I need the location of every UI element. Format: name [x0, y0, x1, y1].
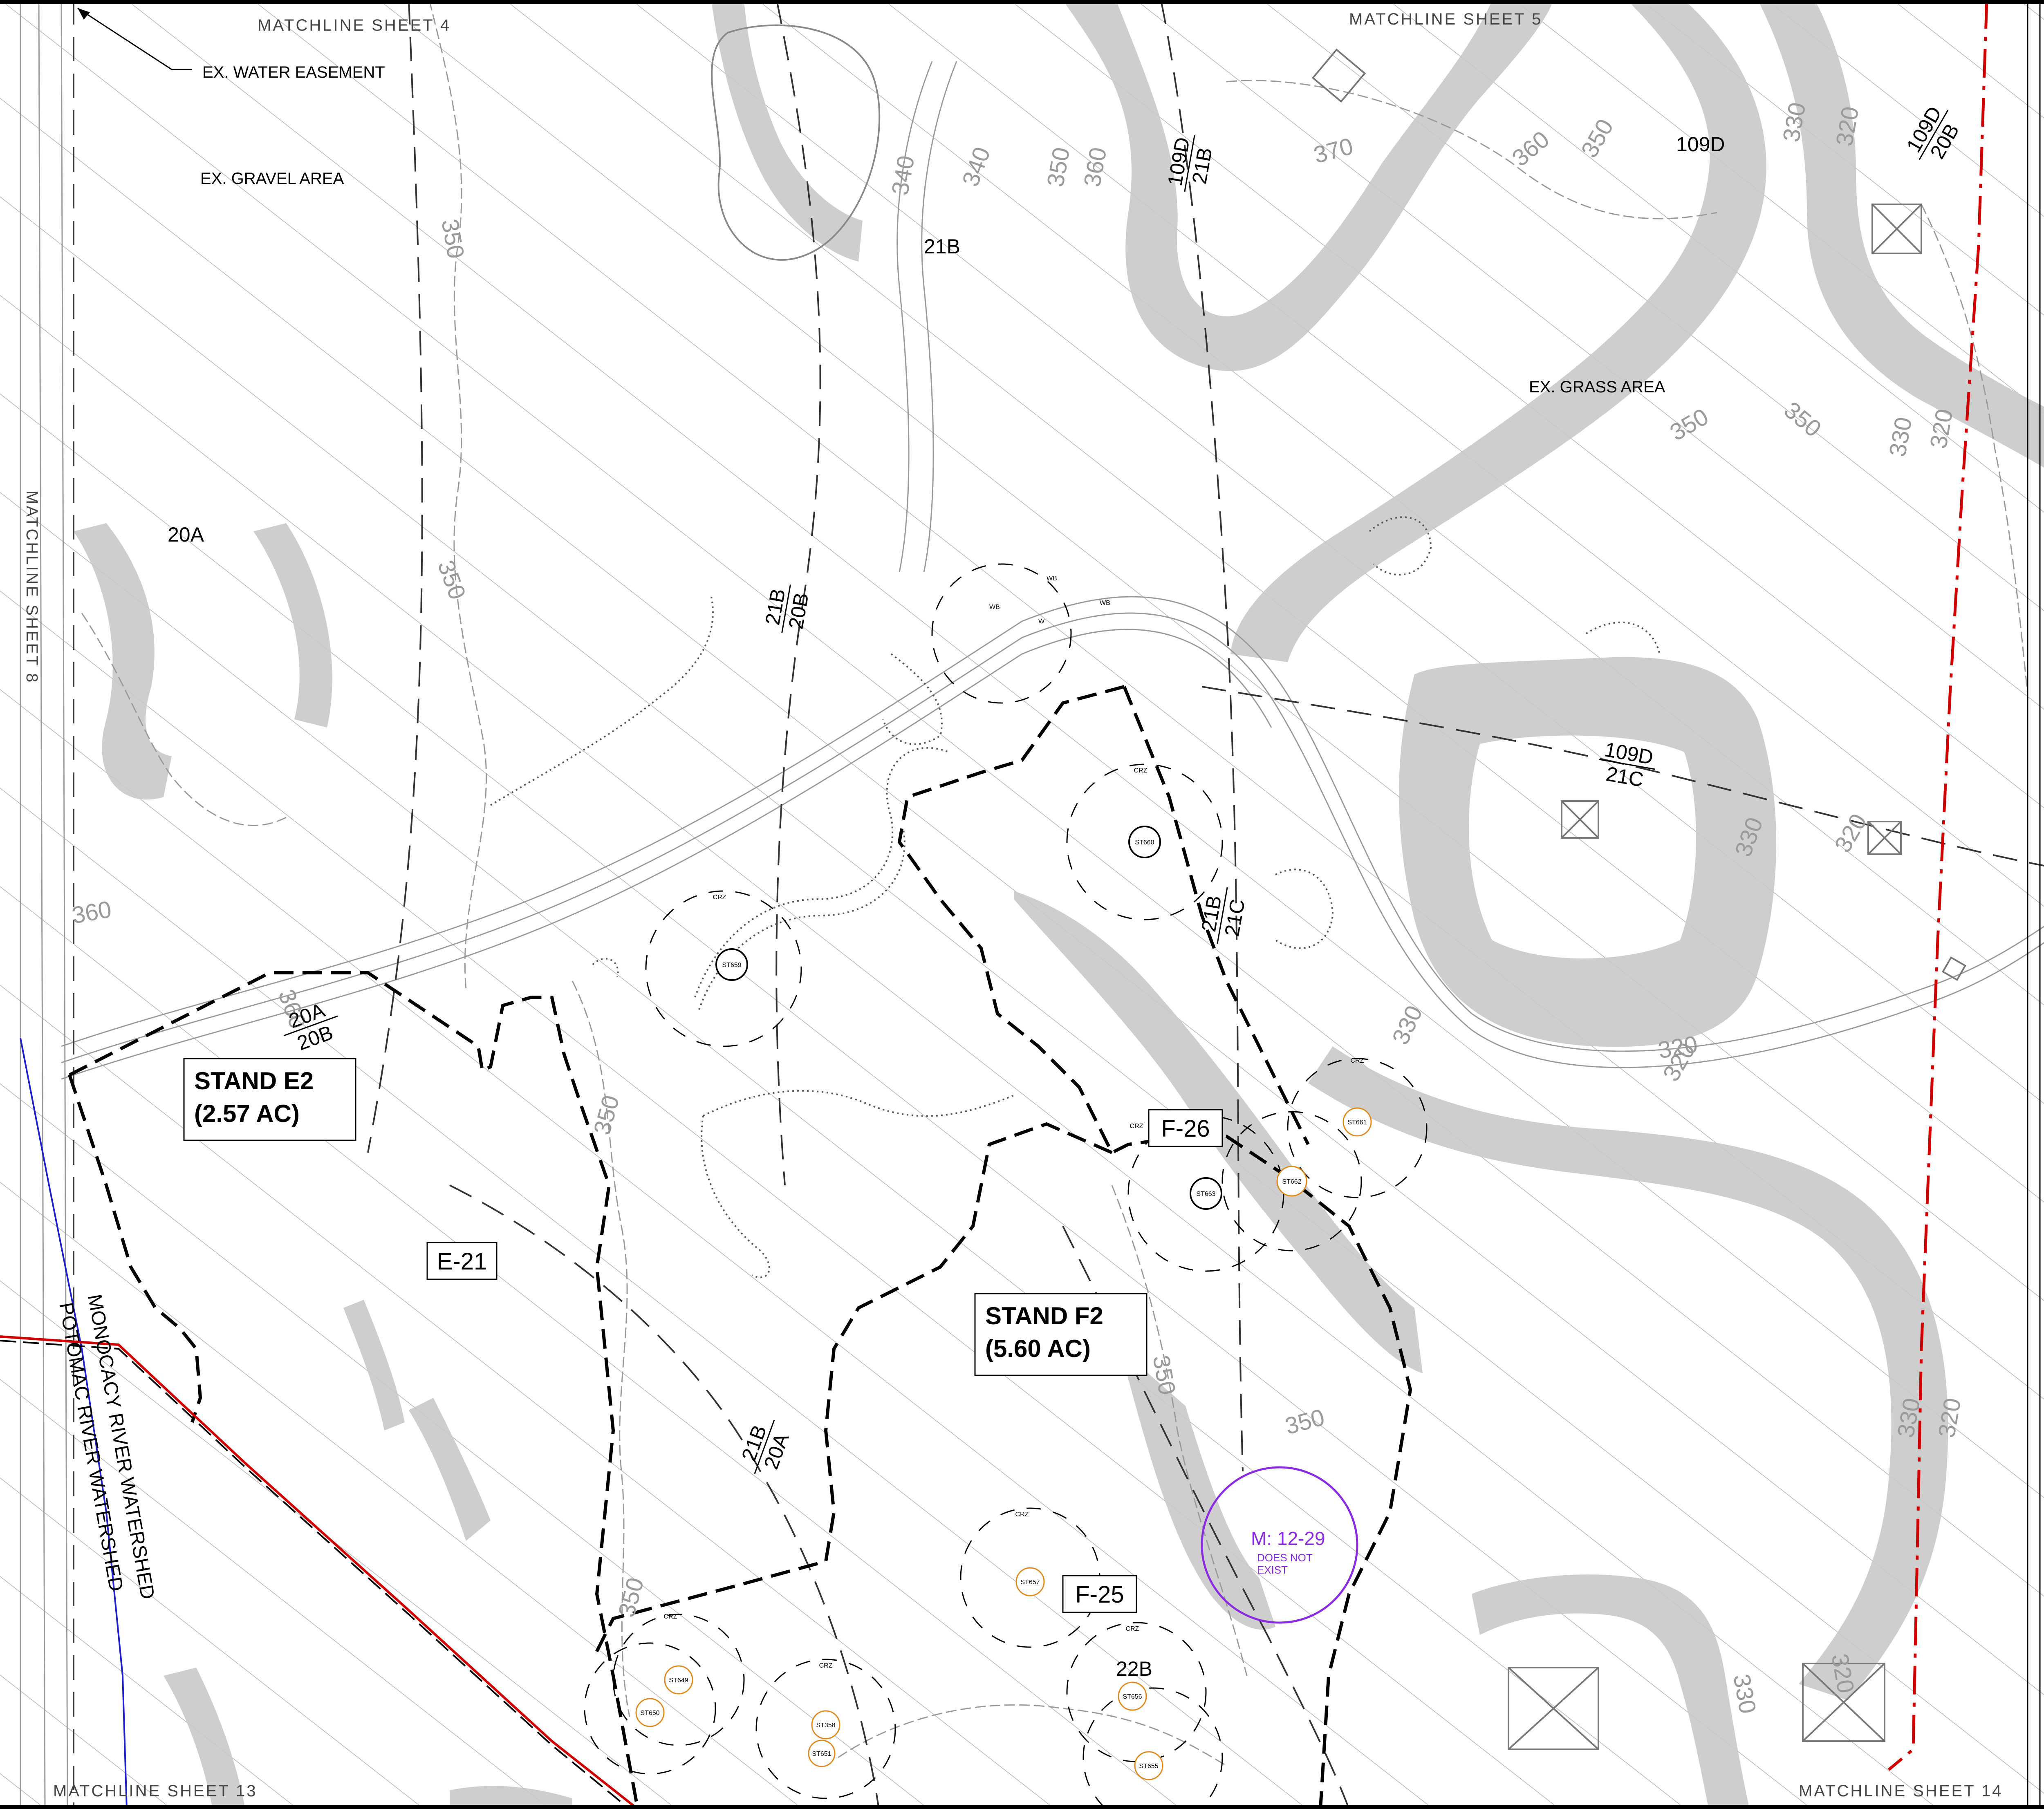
point-label-f26[interactable]: F-26 — [1148, 1109, 1223, 1147]
stand-boundaries — [68, 685, 1412, 1809]
svg-text:F-26: F-26 — [1161, 1115, 1210, 1142]
svg-text:M: 12-29: M: 12-29 — [1251, 1528, 1325, 1549]
tree-st661[interactable]: ST661 — [1342, 1107, 1372, 1137]
matchline-sheet-8: MATCHLINE SHEET 8 — [23, 490, 41, 684]
wetland-labels: WB WB WB W — [989, 575, 1110, 625]
driveway — [61, 61, 2044, 1080]
svg-text:CRZ: CRZ — [1015, 1511, 1029, 1518]
matchline-labels: MATCHLINE SHEET 4 MATCHLINE SHEET 5 MATC… — [23, 10, 2003, 1800]
monitoring-well-label[interactable]: M: 12-29 DOES NOT EXIST — [1251, 1528, 1325, 1576]
svg-text:ST663: ST663 — [1196, 1191, 1215, 1198]
matchline-sheet-5: MATCHLINE SHEET 5 — [1349, 10, 1542, 28]
svg-text:CRZ: CRZ — [819, 1662, 833, 1669]
west-road-edges — [20, 0, 68, 1809]
easement-leader — [77, 7, 192, 70]
point-label-f25[interactable]: F-25 — [1062, 1575, 1137, 1613]
point-label-e21[interactable]: E-21 — [426, 1242, 498, 1280]
property-line-east — [1887, 0, 1988, 1771]
water-easement-note: EX. WATER EASEMENT — [202, 63, 385, 81]
svg-text:CRZ: CRZ — [713, 894, 726, 901]
wetland-outline — [711, 24, 881, 261]
tree-st660[interactable]: ST660 — [1128, 826, 1161, 858]
drainage-structures — [1311, 48, 1967, 1750]
grass-area-note: EX. GRASS AREA — [1529, 378, 1665, 396]
property-line-southwest — [0, 1335, 639, 1809]
soil-unit-labels: 20A 21B 109D 22B — [168, 133, 1725, 1680]
svg-text:STAND E2: STAND E2 — [194, 1067, 314, 1095]
svg-text:CRZ: CRZ — [1134, 767, 1148, 774]
svg-text:(2.57 AC): (2.57 AC) — [194, 1100, 300, 1127]
tree-st655[interactable]: ST655 — [1134, 1751, 1163, 1780]
svg-text:CRZ: CRZ — [1126, 1625, 1139, 1632]
soil-fraction-20a-20b: 20A 20B — [283, 999, 338, 1055]
svg-text:CRZ: CRZ — [1130, 1123, 1143, 1130]
svg-text:ST657: ST657 — [1020, 1579, 1040, 1586]
svg-text:ST358: ST358 — [816, 1722, 835, 1729]
area-notes: EX. WATER EASEMENT EX. GRAVEL AREA EX. G… — [200, 63, 1665, 396]
steep-slope-areas — [74, 0, 2044, 1809]
svg-text:ST661: ST661 — [1347, 1119, 1367, 1126]
gravel-area-note: EX. GRAVEL AREA — [200, 170, 344, 188]
svg-text:CRZ: CRZ — [664, 1613, 677, 1620]
svg-text:(5.60 AC): (5.60 AC) — [985, 1335, 1091, 1362]
tree-st649[interactable]: ST649 — [664, 1665, 693, 1695]
watershed-divide-line — [20, 1038, 128, 1809]
svg-text:ST649: ST649 — [669, 1677, 688, 1684]
stand-e2-boundary — [69, 971, 639, 1809]
svg-text:21B: 21B — [924, 235, 960, 258]
matchline-sheet-4: MATCHLINE SHEET 4 — [258, 16, 451, 34]
svg-text:109D: 109D — [1676, 133, 1725, 156]
svg-text:CRZ: CRZ — [1351, 1057, 1364, 1064]
svg-text:ST660: ST660 — [1135, 839, 1154, 846]
svg-text:ST655: ST655 — [1139, 1763, 1158, 1770]
matchline-sheet-13: MATCHLINE SHEET 13 — [53, 1782, 258, 1800]
tree-st656[interactable]: ST656 — [1118, 1681, 1147, 1711]
svg-text:WB: WB — [1100, 600, 1110, 607]
matchline-sheet-14: MATCHLINE SHEET 14 — [1799, 1782, 2003, 1800]
tree-line-clusters — [490, 516, 1661, 1278]
svg-text:WB: WB — [1047, 575, 1057, 582]
svg-text:STAND F2: STAND F2 — [985, 1302, 1103, 1330]
tree-st663[interactable]: ST663 — [1190, 1177, 1222, 1210]
svg-text:W: W — [1038, 618, 1045, 625]
svg-text:ST659: ST659 — [722, 962, 741, 969]
svg-text:F-25: F-25 — [1075, 1581, 1124, 1608]
svg-text:ST662: ST662 — [1282, 1178, 1301, 1185]
svg-text:20A: 20A — [168, 523, 204, 546]
monitoring-well-circle — [1201, 1466, 1358, 1624]
tree-st650[interactable]: ST650 — [635, 1698, 665, 1727]
svg-text:ST650: ST650 — [640, 1710, 659, 1717]
svg-text:WB: WB — [989, 604, 1000, 611]
stand-e2-label[interactable]: STAND E2 (2.57 AC) — [183, 1058, 356, 1141]
svg-text:E-21: E-21 — [437, 1248, 487, 1275]
stand-f2-label[interactable]: STAND F2 (5.60 AC) — [974, 1293, 1148, 1376]
tree-st659[interactable]: ST659 — [715, 948, 748, 981]
tree-st657[interactable]: ST657 — [1015, 1567, 1045, 1596]
tree-st651[interactable]: ST651 — [808, 1740, 836, 1767]
tree-st358[interactable]: ST358 — [811, 1710, 840, 1740]
svg-text:EXIST: EXIST — [1257, 1564, 1288, 1576]
svg-text:22B: 22B — [1116, 1657, 1152, 1680]
svg-text:ST656: ST656 — [1123, 1693, 1142, 1700]
crz-labels: CRZ CRZ CRZ CRZ CRZ CRZ CRZ CRZ — [664, 767, 1364, 1669]
tree-st662[interactable]: ST662 — [1276, 1166, 1307, 1197]
svg-text:DOES NOT: DOES NOT — [1257, 1552, 1313, 1564]
svg-text:ST651: ST651 — [812, 1751, 831, 1758]
